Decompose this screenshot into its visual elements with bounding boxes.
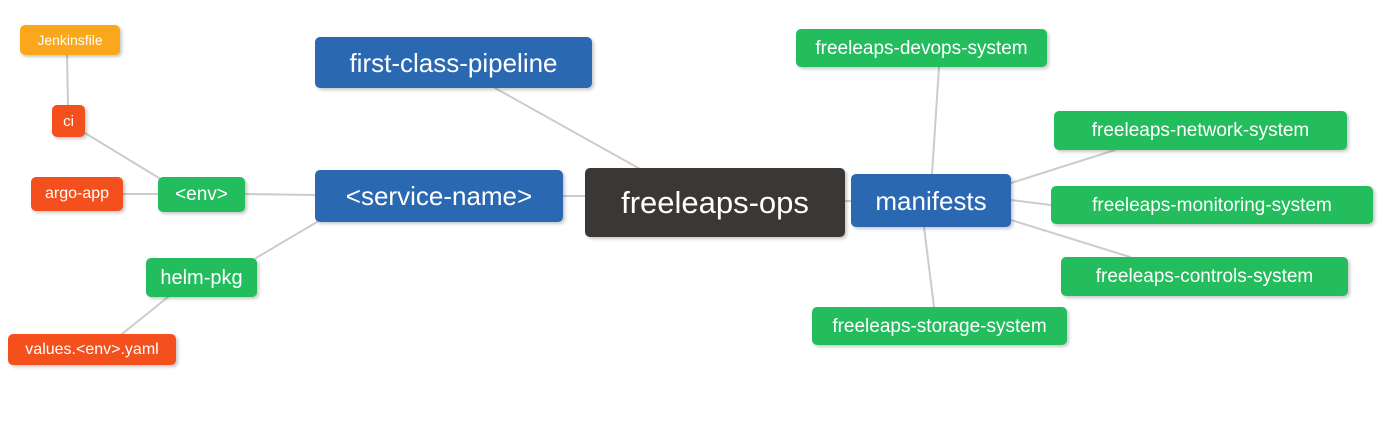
node-env[interactable]: <env> bbox=[158, 177, 245, 212]
node-label: freeleaps-controls-system bbox=[1095, 266, 1314, 287]
node-freeleaps-devops-system[interactable]: freeleaps-devops-system bbox=[796, 29, 1047, 67]
node-values-env-yaml[interactable]: values.<env>.yaml bbox=[8, 334, 176, 365]
link-service-name--helm-pkg bbox=[255, 221, 318, 259]
node-label: ci bbox=[63, 112, 74, 130]
node-ci[interactable]: ci bbox=[52, 105, 85, 137]
link-manifests--freeleaps-storage-system bbox=[923, 226, 935, 308]
node-label: freeleaps-storage-system bbox=[832, 315, 1047, 337]
node-helm-pkg[interactable]: helm-pkg bbox=[146, 258, 257, 297]
node-label: freeleaps-ops bbox=[621, 185, 809, 220]
node-label: first-class-pipeline bbox=[349, 47, 558, 78]
link-manifests--freeleaps-controls-system bbox=[1010, 219, 1131, 258]
node-first-class-pipeline[interactable]: first-class-pipeline bbox=[315, 37, 592, 88]
node-freeleaps-controls-system[interactable]: freeleaps-controls-system bbox=[1061, 257, 1348, 296]
node-manifests[interactable]: manifests bbox=[851, 174, 1011, 227]
node-label: argo-app bbox=[44, 185, 110, 202]
link-manifests--freeleaps-monitoring-system bbox=[1010, 199, 1052, 206]
node-freeleaps-monitoring-system[interactable]: freeleaps-monitoring-system bbox=[1051, 186, 1373, 224]
node-service-name[interactable]: <service-name> bbox=[315, 170, 563, 222]
node-freeleaps-ops[interactable]: freeleaps-ops bbox=[585, 168, 845, 237]
node-jenkinsfile[interactable]: Jenkinsfile bbox=[20, 25, 120, 55]
node-label: helm-pkg bbox=[160, 266, 243, 289]
link-helm-pkg--values-env-yaml bbox=[121, 296, 169, 335]
node-label: <service-name> bbox=[345, 181, 533, 211]
node-label: freeleaps-monitoring-system bbox=[1092, 194, 1332, 216]
link-ci--env bbox=[84, 132, 160, 179]
node-freeleaps-storage-system[interactable]: freeleaps-storage-system bbox=[812, 307, 1067, 345]
node-label: <env> bbox=[175, 184, 228, 205]
link-env--service-name bbox=[244, 193, 316, 196]
node-label: values.<env>.yaml bbox=[25, 340, 159, 358]
link-jenkinsfile--ci bbox=[66, 54, 69, 106]
node-label: manifests bbox=[875, 185, 987, 216]
link-manifests--freeleaps-network-system bbox=[1010, 149, 1116, 184]
link-first-class-pipeline--freeleaps-ops bbox=[494, 87, 641, 170]
node-label: freeleaps-network-system bbox=[1091, 120, 1310, 141]
link-manifests--freeleaps-devops-system bbox=[931, 66, 940, 175]
node-freeleaps-network-system[interactable]: freeleaps-network-system bbox=[1054, 111, 1347, 150]
node-argo-app[interactable]: argo-app bbox=[31, 177, 123, 211]
node-label: Jenkinsfile bbox=[37, 32, 103, 48]
node-label: freeleaps-devops-system bbox=[815, 37, 1028, 59]
